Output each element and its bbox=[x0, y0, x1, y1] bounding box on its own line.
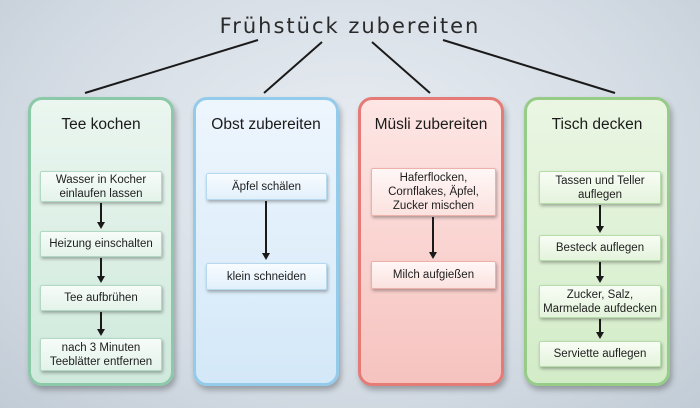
step-box: nach 3 Minuten Teeblätter entfernen bbox=[40, 338, 162, 371]
arrow-down-icon bbox=[596, 262, 604, 283]
connector-line-obst bbox=[263, 41, 323, 94]
connector-line-tisch bbox=[442, 39, 616, 94]
column-title: Obst zubereiten bbox=[211, 116, 321, 133]
step-box: Besteck auflegen bbox=[539, 235, 661, 261]
step-box: Haferflocken, Cornflakes, Äpfel, Zucker … bbox=[371, 168, 496, 216]
connector-line-tee bbox=[84, 39, 259, 94]
step-box: Tee aufbrühen bbox=[40, 285, 162, 311]
arrow-down-icon bbox=[429, 217, 437, 259]
column-title: Tisch decken bbox=[551, 116, 643, 133]
arrow-down-icon bbox=[596, 205, 604, 233]
column-obst-zubereiten: Obst zubereiten Äpfel schälen klein schn… bbox=[193, 97, 339, 386]
column-tisch-decken: Tisch decken Tassen und Teller auflegen … bbox=[524, 97, 670, 386]
step-box: Tassen und Teller auflegen bbox=[539, 171, 661, 204]
arrow-down-icon bbox=[596, 319, 604, 339]
step-box: Heizung einschalten bbox=[40, 231, 162, 257]
column-title: Tee kochen bbox=[61, 116, 141, 133]
step-box: Äpfel schälen bbox=[206, 173, 327, 200]
step-box: Milch aufgießen bbox=[371, 261, 496, 289]
column-title: Müsli zubereiten bbox=[374, 116, 488, 133]
step-box: Serviette auflegen bbox=[539, 341, 661, 367]
arrow-down-icon bbox=[97, 203, 105, 229]
column-muesli-zubereiten: Müsli zubereiten Haferflocken, Cornflake… bbox=[358, 97, 504, 386]
arrow-down-icon bbox=[262, 201, 270, 260]
column-tee-kochen: Tee kochen Wasser in Kocher einlaufen la… bbox=[28, 97, 174, 386]
diagram-title: Frühstück zubereiten bbox=[219, 14, 481, 38]
step-box: Wasser in Kocher einlaufen lassen bbox=[40, 171, 162, 202]
step-box: klein schneiden bbox=[206, 263, 327, 290]
connector-line-muesli bbox=[371, 41, 431, 94]
arrow-down-icon bbox=[97, 258, 105, 283]
step-box: Zucker, Salz, Marmelade aufdecken bbox=[539, 285, 661, 318]
arrow-down-icon bbox=[97, 312, 105, 336]
